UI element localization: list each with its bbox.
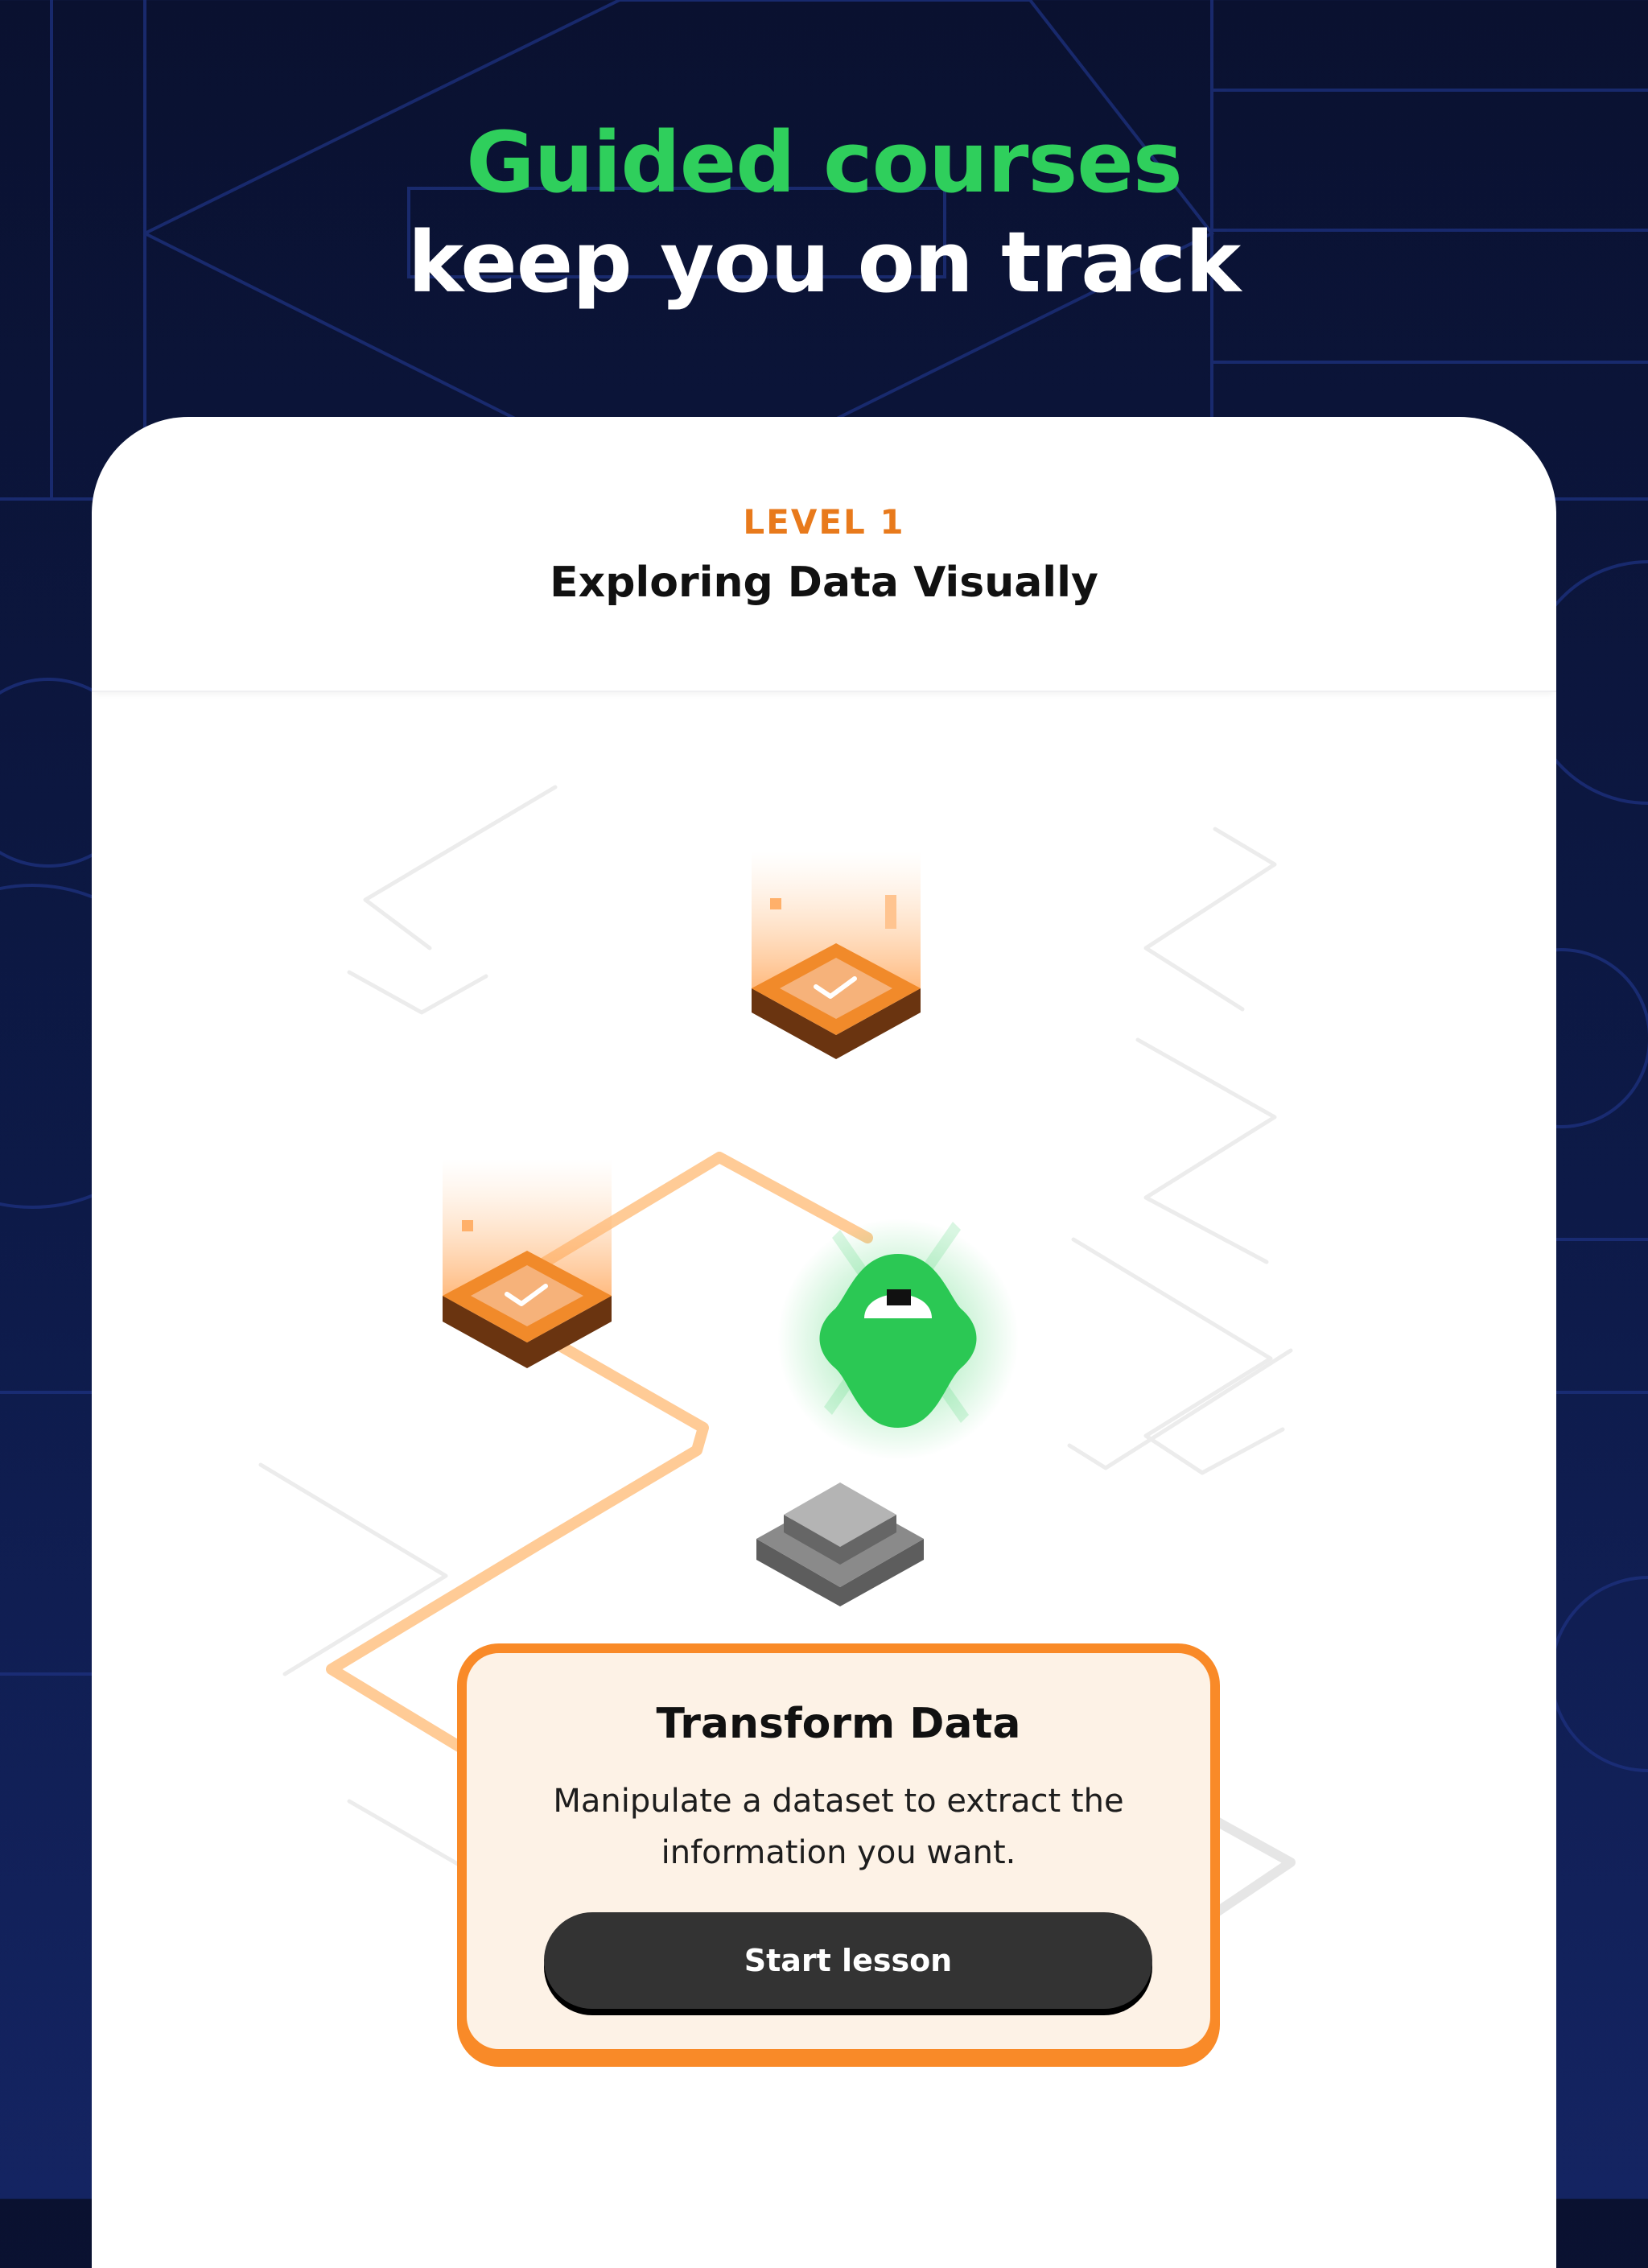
mascot-eye-icon: [864, 1294, 932, 1318]
lesson-path-illustration: [258, 785, 1296, 1927]
check-icon: [505, 1284, 548, 1306]
completed-step-2[interactable]: [443, 1159, 612, 1368]
completed-path: [326, 1152, 873, 1910]
start-lesson-button[interactable]: Start lesson: [544, 1912, 1152, 2009]
check-icon: [814, 976, 857, 999]
decorative-circuit-lines: [258, 785, 1293, 1892]
course-card: LEVEL 1 Exploring Data Visually: [92, 417, 1556, 2268]
current-step-mascot[interactable]: [777, 1219, 1019, 1460]
completed-step-1[interactable]: [752, 852, 921, 1059]
lesson-description: Manipulate a dataset to extract the info…: [553, 1783, 1124, 1871]
headline: Guided courses keep you on track: [0, 113, 1648, 312]
lesson-title: Transform Data: [656, 1700, 1021, 1748]
level-title: Exploring Data Visually: [550, 559, 1098, 607]
next-step-block[interactable]: [756, 1482, 924, 1606]
lesson-tooltip: Transform Data Manipulate a dataset to e…: [457, 1643, 1220, 2059]
headline-line-1: Guided courses: [466, 113, 1182, 212]
headline-line-2: keep you on track: [407, 213, 1241, 311]
level-header: LEVEL 1 Exploring Data Visually: [92, 417, 1556, 692]
level-label: LEVEL 1: [743, 502, 905, 542]
